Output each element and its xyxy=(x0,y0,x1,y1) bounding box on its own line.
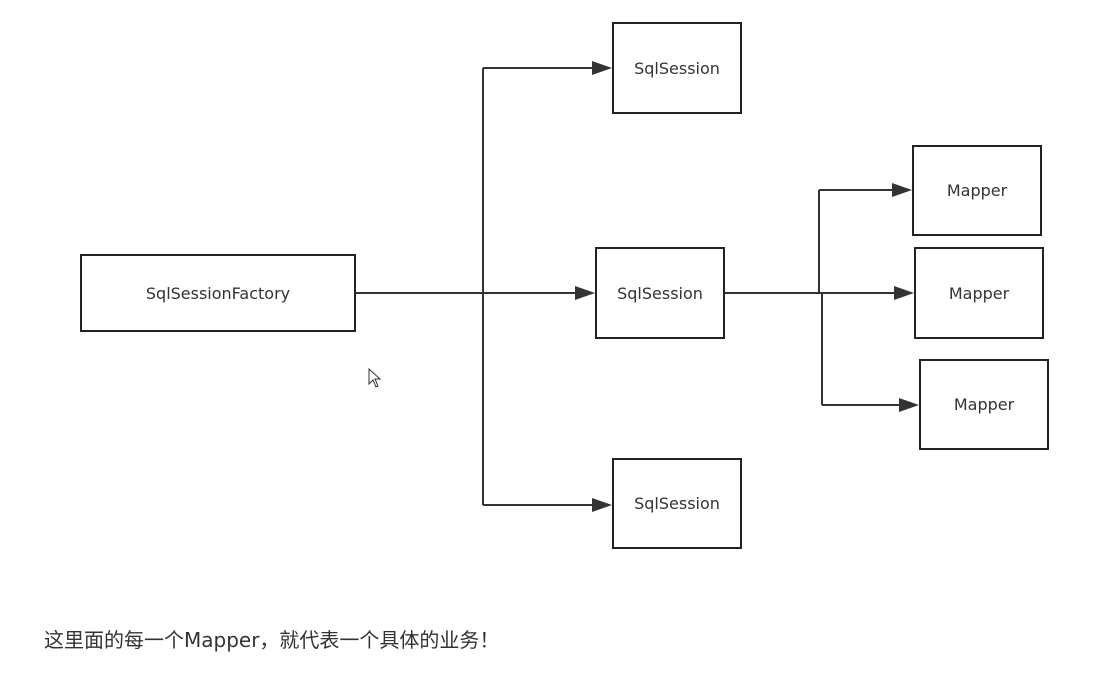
arrow-session-bottom xyxy=(592,498,612,512)
arrow-mapper-3 xyxy=(899,398,919,412)
arrow-session-top xyxy=(592,61,612,75)
node-label-mapper-3: Mapper xyxy=(954,395,1015,414)
node-sqlsessionfactory: SqlSessionFactory xyxy=(80,254,356,332)
node-sqlsession-middle: SqlSession xyxy=(595,247,725,339)
caption-text: 这里面的每一个Mapper，就代表一个具体的业务！ xyxy=(44,628,500,652)
diagram-canvas: SqlSessionFactory SqlSession SqlSession … xyxy=(80,22,1049,549)
node-label-session-middle: SqlSession xyxy=(617,284,703,303)
node-sqlsession-bottom: SqlSession xyxy=(612,458,742,549)
node-mapper-3: Mapper xyxy=(919,359,1049,450)
arrow-session-middle xyxy=(575,286,595,300)
edges xyxy=(356,61,919,512)
node-mapper-2: Mapper xyxy=(914,247,1044,339)
node-label-mapper-1: Mapper xyxy=(947,181,1008,200)
node-sqlsession-top: SqlSession xyxy=(612,22,742,114)
node-mapper-1: Mapper xyxy=(912,145,1042,236)
node-label-factory: SqlSessionFactory xyxy=(146,284,290,303)
node-label-session-top: SqlSession xyxy=(634,59,720,78)
arrow-mapper-1 xyxy=(892,183,912,197)
mouse-pointer-icon xyxy=(368,368,382,388)
arrow-mapper-2 xyxy=(894,286,914,300)
node-label-mapper-2: Mapper xyxy=(949,284,1010,303)
node-label-session-bottom: SqlSession xyxy=(634,494,720,513)
